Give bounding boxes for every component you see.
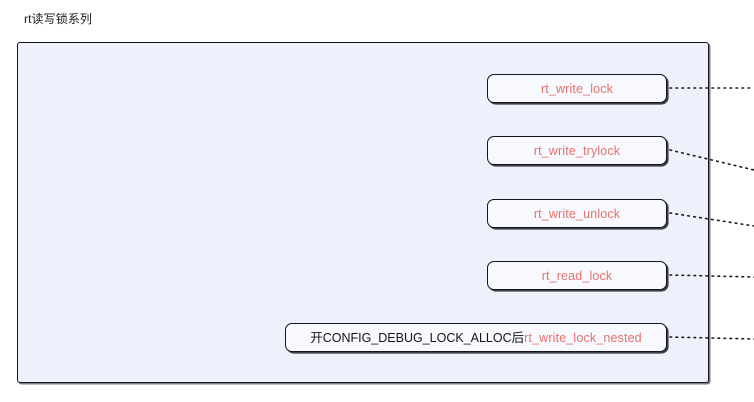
diagram-title: rt读写锁系列 bbox=[24, 12, 93, 26]
node-rt-read-lock[interactable]: rt_read_lock bbox=[487, 261, 667, 290]
node-label-rt-write-lock-nested: 开CONFIG_DEBUG_LOCK_ALLOC后rt_write_lock_n… bbox=[310, 331, 642, 345]
node-api-rt-write-lock: rt_write_lock bbox=[540, 81, 614, 96]
node-label-rt-write-trylock: rt_write_trylock bbox=[534, 144, 620, 158]
node-rt-write-trylock[interactable]: rt_write_trylock bbox=[487, 136, 667, 165]
node-api-rt-write-lock-nested: rt_write_lock_nested bbox=[524, 330, 642, 345]
node-prefix-rt-write-lock-nested: 开CONFIG_DEBUG_LOCK_ALLOC后 bbox=[310, 330, 525, 345]
node-rt-write-lock-nested[interactable]: 开CONFIG_DEBUG_LOCK_ALLOC后rt_write_lock_n… bbox=[285, 323, 667, 352]
node-label-rt-write-unlock: rt_write_unlock bbox=[534, 207, 620, 221]
node-rt-write-lock[interactable]: rt_write_lock bbox=[487, 74, 667, 103]
node-label-rt-read-lock: rt_read_lock bbox=[542, 269, 613, 283]
node-api-rt-write-trylock: rt_write_trylock bbox=[533, 143, 621, 158]
node-rt-write-unlock[interactable]: rt_write_unlock bbox=[487, 199, 667, 228]
node-api-rt-write-unlock: rt_write_unlock bbox=[533, 206, 621, 221]
node-label-rt-write-lock: rt_write_lock bbox=[541, 82, 613, 96]
node-api-rt-read-lock: rt_read_lock bbox=[541, 268, 613, 283]
